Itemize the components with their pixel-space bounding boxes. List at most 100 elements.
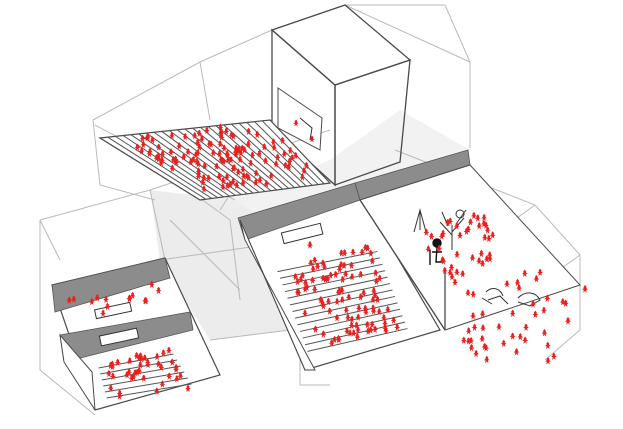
person-figure-icon	[374, 295, 381, 304]
person-figure-icon	[533, 275, 540, 283]
person-figure-icon	[228, 131, 235, 139]
person-figure-icon	[199, 178, 206, 187]
person-figure-icon	[168, 148, 174, 156]
person-figure-icon	[233, 181, 240, 190]
person-figure-icon	[224, 151, 231, 159]
person-figure-icon	[336, 265, 343, 273]
person-figure-icon	[339, 275, 346, 284]
person-figure-icon	[465, 327, 472, 335]
slat-line	[169, 130, 254, 194]
person-figure-icon	[476, 222, 483, 230]
left-side-panel	[59, 333, 96, 411]
person-figure-icon	[354, 333, 361, 341]
person-figure-icon	[326, 307, 333, 315]
person-figure-icon	[103, 295, 109, 304]
person-figure-icon	[564, 317, 571, 325]
person-figure-icon	[140, 374, 147, 382]
person-figure-icon	[357, 293, 364, 301]
person-figure-icon	[364, 244, 371, 252]
person-figure-icon	[545, 357, 551, 365]
person-figure-icon	[349, 315, 355, 323]
person-figure-icon	[394, 323, 401, 331]
person-figure-icon	[303, 161, 310, 170]
person-figure-icon	[144, 134, 151, 142]
person-figure-icon	[154, 387, 160, 395]
person-figure-icon	[338, 260, 344, 269]
person-figure-icon	[217, 140, 224, 148]
person-figure-icon	[336, 287, 343, 295]
person-figure-icon	[88, 297, 95, 306]
person-figure-icon	[532, 310, 539, 319]
slat-line	[107, 136, 207, 200]
person-figure-icon	[317, 295, 324, 304]
person-figure-icon	[138, 147, 145, 155]
person-figure-icon	[299, 173, 306, 181]
person-figure-icon	[504, 280, 510, 288]
person-figure-icon	[339, 286, 345, 295]
person-figure-icon	[382, 324, 389, 333]
person-figure-icon	[360, 289, 367, 297]
middle-screen	[280, 222, 324, 245]
person-figure-icon	[544, 294, 551, 302]
person-figure-icon	[559, 298, 566, 306]
person-figure-icon	[457, 231, 463, 240]
person-figure-icon	[481, 219, 487, 228]
person-figure-icon	[159, 150, 166, 158]
person-figure-icon	[169, 131, 175, 140]
person-figure-icon	[344, 327, 350, 335]
person-figure-icon	[341, 249, 348, 257]
person-figure-icon	[522, 336, 528, 344]
person-figure-icon	[350, 329, 357, 337]
person-figure-icon	[173, 365, 179, 373]
person-figure-icon	[479, 334, 486, 343]
person-figure-icon	[471, 211, 477, 220]
person-figure-icon	[372, 269, 379, 277]
person-figure-icon	[449, 272, 455, 281]
person-figure-icon	[243, 172, 250, 180]
person-figure-icon	[218, 133, 225, 141]
person-figure-icon	[273, 160, 280, 168]
person-figure-icon	[177, 372, 184, 380]
person-figure-icon	[235, 168, 242, 176]
person-figure-icon	[483, 355, 490, 364]
person-figure-icon	[223, 127, 230, 135]
slat-line	[238, 122, 307, 187]
observation-cube	[270, 4, 412, 187]
person-figure-icon	[200, 173, 207, 182]
person-figure-icon	[249, 151, 256, 159]
person-figure-icon	[465, 225, 472, 233]
person-figure-icon	[304, 283, 310, 291]
person-figure-icon	[194, 149, 201, 157]
person-figure-icon	[170, 155, 177, 164]
person-figure-icon	[353, 321, 360, 330]
slat-line	[101, 365, 181, 381]
tree-icon	[439, 209, 467, 250]
person-figure-icon	[100, 309, 106, 317]
person-figure-icon	[94, 294, 101, 302]
person-figure-icon	[139, 134, 146, 143]
person-figure-icon	[359, 248, 365, 256]
person-figure-icon	[325, 297, 332, 306]
person-figure-icon	[447, 217, 454, 225]
person-figure-icon	[480, 324, 486, 332]
person-figure-icon	[350, 248, 356, 256]
person-figure-icon	[240, 179, 246, 187]
slat-line	[200, 126, 278, 191]
person-figure-icon	[302, 309, 308, 317]
person-figure-icon	[376, 307, 383, 316]
person-figure-icon	[332, 270, 339, 279]
person-figure-icon	[489, 231, 496, 239]
person-figure-icon	[483, 255, 490, 263]
person-figure-icon	[199, 135, 205, 143]
person-figure-icon	[174, 374, 180, 383]
person-figure-icon	[281, 150, 288, 158]
person-figure-icon	[345, 293, 352, 301]
person-figure-icon	[254, 130, 261, 139]
person-figure-icon	[312, 325, 319, 333]
person-figure-icon	[257, 176, 263, 184]
person-figure-icon	[220, 183, 226, 191]
right-room-edge	[359, 199, 446, 331]
person-figure-icon	[516, 284, 522, 292]
slat-line	[176, 129, 260, 193]
person-figure-icon	[307, 241, 313, 249]
